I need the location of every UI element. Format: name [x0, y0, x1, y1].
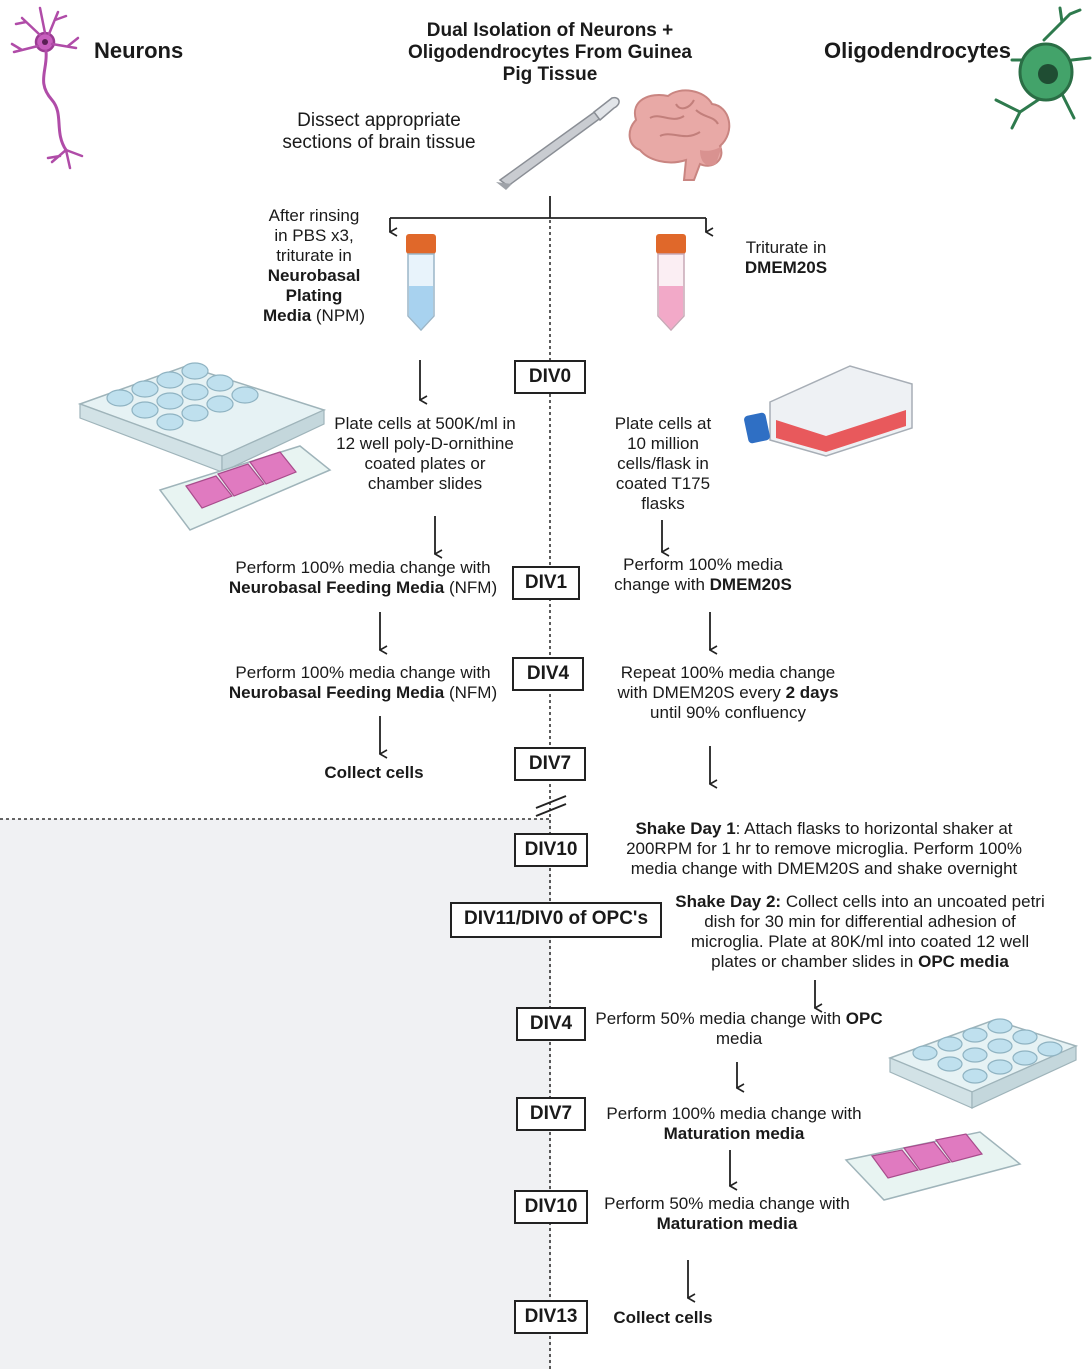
maturation-media-change-div10: Perform 50% media change with Maturation…: [604, 1194, 850, 1233]
neuron-collect-step: Collect cells: [324, 763, 424, 782]
neuron-media-change-div4: Perform 100% media change with Neurobasa…: [228, 663, 498, 702]
shake-day-1-step: Shake Day 1: Attach flasks to horizontal…: [626, 819, 1022, 878]
scalpel-icon: [496, 96, 620, 190]
well-plate-icon-left: [77, 362, 327, 473]
day-box-div10: DIV10: [514, 833, 588, 867]
day-box-div1: DIV1: [512, 566, 580, 600]
brain-icon: [628, 89, 731, 181]
oligo-media-change-div1: Perform 100% media change with DMEM20S: [614, 555, 792, 594]
oligodendrocytes-heading: Oligodendrocytes: [824, 38, 1012, 63]
neuron-icon: [10, 6, 84, 170]
neurons-heading: Neurons: [94, 38, 184, 63]
diagram-title: Dual Isolation of Neurons + Oligodendroc…: [408, 20, 692, 85]
opc-media-change-div4: Perform 50% media change with OPC media: [595, 1009, 883, 1048]
day-box-div13: DIV13: [514, 1300, 588, 1334]
day-box-div4: DIV4: [512, 657, 584, 691]
chamber-slide-icon-right: [844, 1131, 1022, 1201]
culture-flask-icon: [744, 365, 913, 457]
neuron-trituration-step: After rinsing in PBS x3, triturate in Ne…: [262, 206, 365, 325]
oligo-repeat-change: Repeat 100% media change with DMEM20S ev…: [617, 663, 839, 722]
oligo-tube-icon: [656, 234, 686, 332]
oligodendrocyte-icon: [994, 6, 1092, 130]
neuron-media-change-div1: Perform 100% media change with Neurobasa…: [228, 558, 498, 597]
shake-day-2-step: Shake Day 2: Collect cells into an uncoa…: [675, 892, 1045, 971]
well-plate-icon-right: [887, 1018, 1079, 1109]
neuron-tube-icon: [406, 234, 436, 332]
day-box-div7-opc: DIV7: [516, 1097, 586, 1131]
day-box-div10-opc: DIV10: [514, 1190, 588, 1224]
maturation-media-change-div7: Perform 100% media change with Maturatio…: [606, 1104, 862, 1143]
day-box-div7: DIV7: [514, 747, 586, 781]
oligo-plating-step: Plate cells at 10 million cells/flask in…: [614, 414, 712, 513]
neuron-plating-step: Plate cells at 500K/ml in 12 well poly-D…: [334, 414, 516, 493]
day-box-div11: DIV11/DIV0 of OPC's: [450, 902, 662, 938]
chamber-slide-icon-left: [158, 445, 332, 531]
day-box-div0: DIV0: [514, 360, 586, 394]
oligo-trituration-step: Triturate in DMEM20S: [744, 238, 828, 277]
day-box-div4-opc: DIV4: [516, 1007, 586, 1041]
oligo-collect-step: Collect cells: [613, 1308, 713, 1327]
